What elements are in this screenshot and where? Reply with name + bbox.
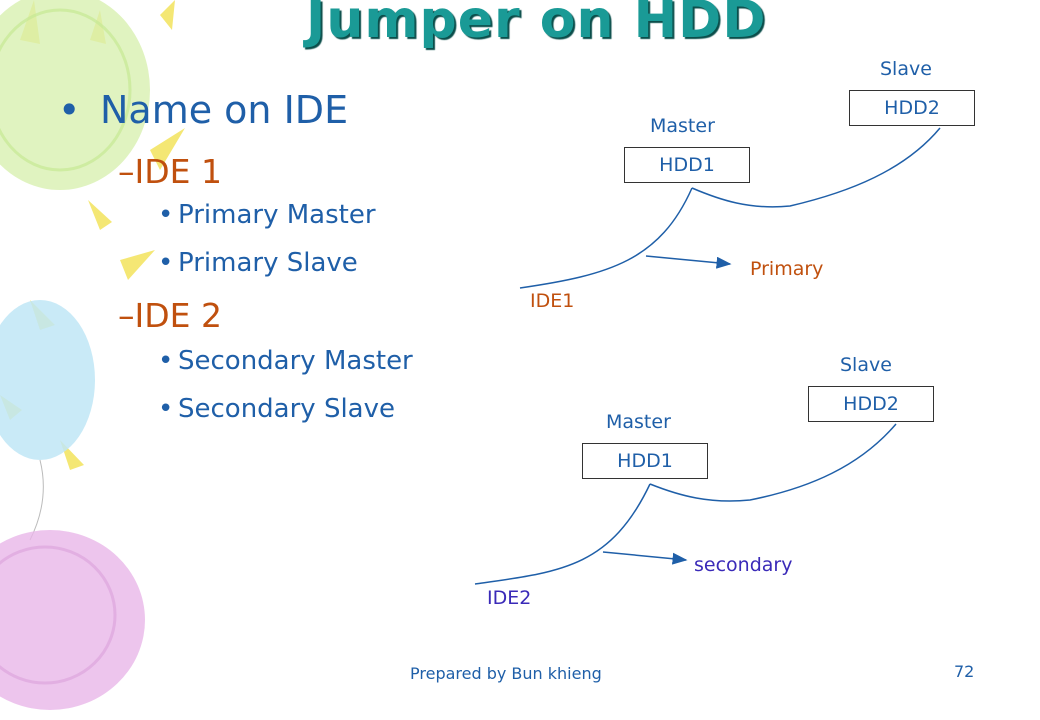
secondary-cable-line [475, 484, 650, 584]
arrow-right-icon [603, 552, 686, 560]
ide2-cable-label: IDE2 [487, 587, 531, 609]
secondary-arrow-label: secondary [694, 554, 792, 576]
primary-hdd1-box: HDD1 [624, 147, 750, 183]
primary-cable-line [520, 188, 692, 288]
page-number: 72 [954, 662, 974, 681]
secondary-hdd2-box: HDD2 [808, 386, 934, 422]
primary-master-label: Master [650, 115, 715, 137]
secondary-hdd1-box: HDD1 [582, 443, 708, 479]
footer-text: Prepared by Bun khieng [410, 664, 602, 683]
primary-hdd2-box: HDD2 [849, 90, 975, 126]
primary-arrow-label: Primary [750, 258, 823, 280]
secondary-slave-label: Slave [840, 354, 892, 376]
arrow-right-icon [646, 256, 730, 264]
secondary-master-label: Master [606, 411, 671, 433]
primary-slave-label: Slave [880, 58, 932, 80]
ide1-cable-label: IDE1 [530, 290, 574, 312]
